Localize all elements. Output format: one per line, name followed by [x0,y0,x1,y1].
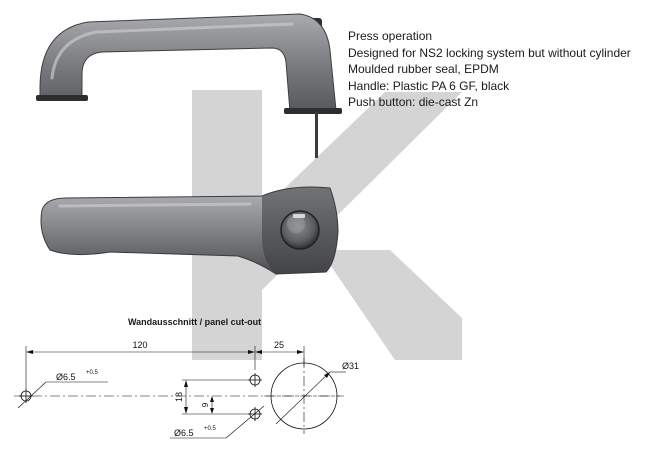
cutout-title: Wandausschnitt / panel cut-out [128,317,262,327]
cylinder-diameter-label: Ø31 [342,361,359,371]
spec-list: Press operation Designed for NS2 locking… [348,28,631,111]
handle-top-view [36,13,342,158]
dim-small-label: 9 [201,402,210,407]
spec-item: Moulded rubber seal, EPDM [348,62,499,76]
handle-side-view [40,186,339,275]
spec-item: Handle: Plastic PA 6 GF, black [348,78,510,93]
cylinder-hole [264,358,346,434]
dim-height-label: 18 [174,392,184,402]
watermark-lower-arm [320,250,462,360]
spec-item: Push button: die-cast Zn [348,95,479,109]
dim-offset-label: 25 [274,340,284,350]
lower-hole-diameter-label: Ø6.5 [174,428,194,438]
hole-tolerance-label: +0.5 [86,370,99,376]
lower-hole-tolerance-label: +0.5 [204,426,217,432]
upper-right-hole [248,373,262,387]
hole-diameter-label: Ø6.5 [56,372,76,382]
dim-width-label: 120 [132,340,147,350]
spec-item: Press operation [348,29,433,43]
spec-item: Designed for NS2 locking system but with… [348,45,631,60]
panel-cutout-drawing: 120 25 Ø6.5 +0.5 [14,340,359,439]
